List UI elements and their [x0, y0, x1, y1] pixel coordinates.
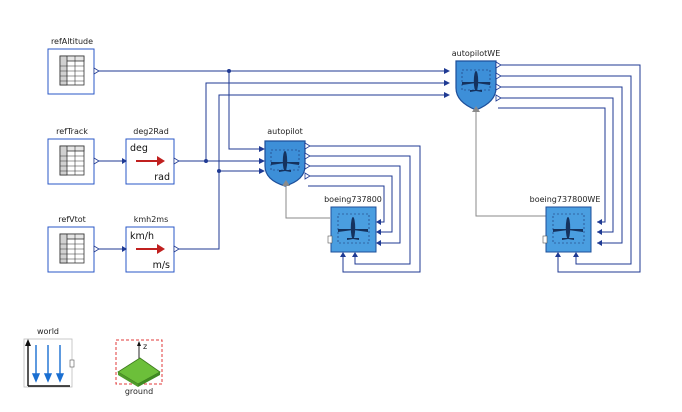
wire-autopilot-boeing-2[interactable]: [308, 155, 411, 265]
wire-autopilotwe-boeingwe-3[interactable]: [498, 86, 623, 244]
input-port[interactable]: [259, 158, 265, 164]
output-port[interactable]: [304, 162, 311, 170]
output-port[interactable]: [304, 142, 311, 150]
input-port[interactable]: [352, 252, 358, 257]
table-icon: [59, 145, 85, 176]
input-port[interactable]: [597, 229, 602, 235]
wire-kmh2ms-autopilot[interactable]: [177, 170, 264, 250]
autopilot-block[interactable]: autopilot: [259, 127, 311, 187]
aircraft-block-boeing737800we[interactable]: boeing737800WE: [530, 195, 602, 257]
input-port[interactable]: [340, 252, 346, 257]
input-port[interactable]: [573, 252, 579, 257]
input-unit-text: deg: [130, 143, 148, 154]
input-unit-text: km/h: [130, 231, 154, 242]
output-port[interactable]: [304, 152, 311, 160]
wire-autopilotwe-boeingwe-5[interactable]: [498, 107, 606, 223]
table-block-refvtot[interactable]: refVtot: [47, 215, 100, 273]
frame-connector[interactable]: [542, 235, 548, 244]
input-port[interactable]: [444, 68, 450, 74]
output-port[interactable]: [173, 157, 180, 165]
wire-autopilot-boeing-3[interactable]: [308, 165, 401, 244]
red-arrow-icon: [136, 244, 165, 254]
output-port[interactable]: [93, 67, 100, 75]
input-port[interactable]: [444, 80, 450, 86]
input-port[interactable]: [597, 219, 602, 225]
input-port[interactable]: [122, 158, 127, 164]
airplane-icon: [338, 217, 368, 240]
wire-refaltitude-autopilot[interactable]: [228, 71, 264, 150]
input-port[interactable]: [555, 252, 561, 257]
airplane-icon: [462, 71, 490, 92]
feedback-port[interactable]: [472, 106, 480, 112]
gravity-arrows-icon: [31, 345, 65, 383]
output-port[interactable]: [495, 94, 502, 102]
red-arrow-icon: [136, 156, 165, 166]
output-port[interactable]: [495, 61, 502, 69]
input-port[interactable]: [444, 92, 450, 98]
wire-autopilotwe-boeingwe-1[interactable]: [498, 64, 641, 273]
converter-block-deg2rad[interactable]: deg2Rad deg rad: [122, 127, 180, 185]
svg-text:z: z: [143, 342, 147, 351]
block-label: refTrack: [56, 127, 88, 136]
block-label: refAltitude: [51, 37, 93, 46]
ground-block[interactable]: z ground: [115, 339, 163, 396]
frame-connector[interactable]: [327, 235, 333, 244]
input-port[interactable]: [376, 240, 381, 246]
output-port[interactable]: [304, 172, 311, 180]
connections: [97, 64, 641, 273]
frame-connector[interactable]: [69, 359, 75, 368]
input-port[interactable]: [122, 246, 127, 252]
output-port[interactable]: [173, 245, 180, 253]
output-unit-text: rad: [154, 172, 170, 183]
wire-autopilot-boeing-1[interactable]: [308, 145, 421, 273]
autopilot-we-block[interactable]: autopilotWE: [444, 49, 502, 112]
feedback-port[interactable]: [282, 180, 290, 186]
wire-autopilot-boeing-4[interactable]: [308, 175, 393, 233]
block-label: autopilotWE: [452, 49, 501, 58]
input-port[interactable]: [597, 240, 602, 246]
block-label: refVtot: [58, 215, 86, 224]
wire-autopilotwe-boeingwe-4[interactable]: [498, 97, 614, 233]
output-port[interactable]: [495, 83, 502, 91]
wire-deg2rad-autopilotwe[interactable]: [205, 82, 444, 161]
block-label: ground: [125, 387, 153, 396]
input-port[interactable]: [259, 168, 265, 174]
block-label: kmh2ms: [134, 215, 169, 224]
converter-block-kmh2ms[interactable]: kmh2ms km/h m/s: [122, 215, 180, 273]
coordinate-axes-icon: [25, 339, 70, 387]
airplane-icon: [271, 151, 299, 172]
world-block[interactable]: world: [23, 327, 75, 388]
block-label: deg2Rad: [133, 127, 169, 136]
aircraft-block-boeing737800[interactable]: boeing737800: [324, 195, 382, 257]
table-block-refaltitude[interactable]: refAltitude: [47, 37, 100, 95]
input-port[interactable]: [259, 146, 265, 152]
output-unit-text: m/s: [153, 260, 170, 271]
block-label: world: [37, 327, 59, 336]
airplane-icon: [553, 217, 583, 240]
table-icon: [59, 55, 85, 86]
wire-boeingwe-autopilotwe-feedback[interactable]: [475, 112, 546, 217]
wire-autopilotwe-boeingwe-2[interactable]: [498, 75, 632, 265]
wire-kmh2ms-autopilotwe[interactable]: [218, 94, 444, 171]
output-port[interactable]: [495, 72, 502, 80]
block-label: autopilot: [267, 127, 303, 136]
wire-boeing-autopilot-feedback[interactable]: [285, 186, 330, 219]
output-port[interactable]: [93, 245, 100, 253]
input-port[interactable]: [376, 229, 381, 235]
output-port[interactable]: [93, 157, 100, 165]
ground-plane-icon: [117, 357, 161, 387]
block-label: boeing737800: [324, 195, 382, 204]
block-label: boeing737800WE: [530, 195, 601, 204]
table-block-reftrack[interactable]: refTrack: [47, 127, 100, 185]
input-port[interactable]: [376, 219, 381, 225]
table-icon: [59, 233, 85, 264]
